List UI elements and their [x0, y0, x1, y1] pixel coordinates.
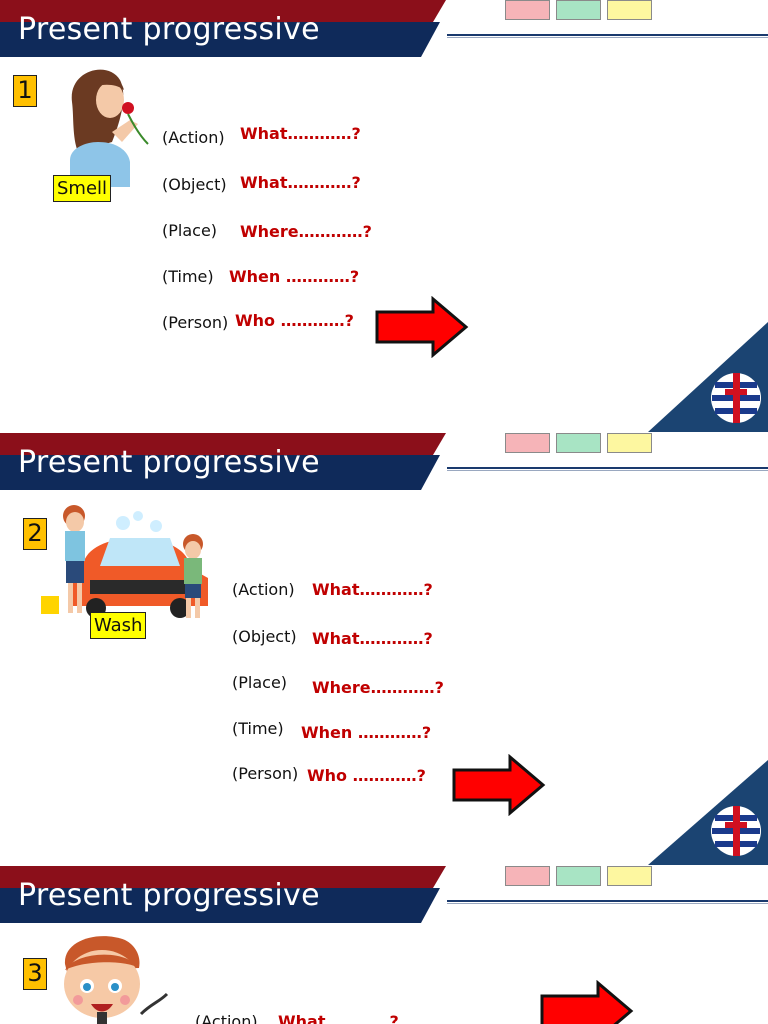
verb-label: Smell	[53, 175, 112, 202]
title-band	[0, 433, 446, 490]
row-label-time: (Time)	[162, 267, 214, 286]
next-arrow-icon[interactable]	[540, 980, 635, 1024]
color-tab-pink	[505, 0, 550, 20]
question-action: What…………?	[312, 580, 433, 599]
question-action: What…………?	[278, 1012, 399, 1024]
slide-1: Present progressive 1 Smell (Action) Wha…	[0, 0, 768, 432]
question-action: What…………?	[240, 124, 361, 143]
slide-title: Present progressive	[18, 878, 320, 913]
color-tab-green	[556, 0, 601, 20]
header-rule	[447, 34, 768, 36]
slide-title: Present progressive	[18, 12, 320, 47]
header-rule-thin	[447, 470, 768, 471]
verb-label: Wash	[90, 612, 147, 639]
question-place: Where…………?	[240, 222, 372, 241]
header-rule	[447, 900, 768, 902]
color-tab-pink	[505, 433, 550, 453]
school-logo-icon	[711, 373, 761, 423]
woman-smelling-flower-illustration	[70, 69, 149, 187]
title-band	[0, 866, 446, 923]
row-label-place: (Place)	[162, 221, 218, 240]
row-label-place: (Place)	[232, 673, 288, 692]
color-tab-yellow	[607, 866, 652, 886]
header-rule-thin	[447, 903, 768, 904]
row-label-action: (Action)	[195, 1012, 258, 1024]
color-tab-green	[556, 433, 601, 453]
row-label-person: (Person)	[232, 764, 299, 783]
color-tab-yellow	[607, 0, 652, 20]
color-tab-yellow	[607, 433, 652, 453]
row-label-action: (Action)	[232, 580, 295, 599]
question-time: When …………?	[229, 267, 360, 286]
row-label-person: (Person)	[162, 313, 229, 332]
question-place: Where…………?	[312, 678, 444, 697]
row-label-time: (Time)	[232, 719, 284, 738]
title-band	[0, 0, 446, 57]
row-label-object: (Object)	[162, 175, 227, 194]
slide-number-badge: 2	[23, 518, 47, 550]
next-arrow-icon[interactable]	[452, 754, 547, 816]
row-label-object: (Object)	[232, 627, 297, 646]
row-label-action: (Action)	[162, 128, 225, 147]
question-object: What…………?	[240, 173, 361, 192]
next-arrow-icon[interactable]	[375, 296, 470, 358]
header-rule-thin	[447, 37, 768, 38]
school-logo-icon	[711, 806, 761, 856]
slide-3: Present progressive 3 (Action) What…………?	[0, 866, 768, 1024]
slide-title: Present progressive	[18, 445, 320, 480]
slide-number-badge: 3	[23, 958, 47, 990]
question-object: What…………?	[312, 629, 433, 648]
question-person: Who …………?	[235, 311, 354, 330]
question-person: Who …………?	[307, 766, 426, 785]
header-rule	[447, 467, 768, 469]
color-tab-pink	[505, 866, 550, 886]
boy-speaking-into-microphone-illustration	[64, 936, 169, 1024]
slide-number-badge: 1	[13, 75, 37, 107]
question-time: When …………?	[301, 723, 432, 742]
color-tab-green	[556, 866, 601, 886]
slide-2: Present progressive 2 Wash (Action) What…	[0, 433, 768, 865]
